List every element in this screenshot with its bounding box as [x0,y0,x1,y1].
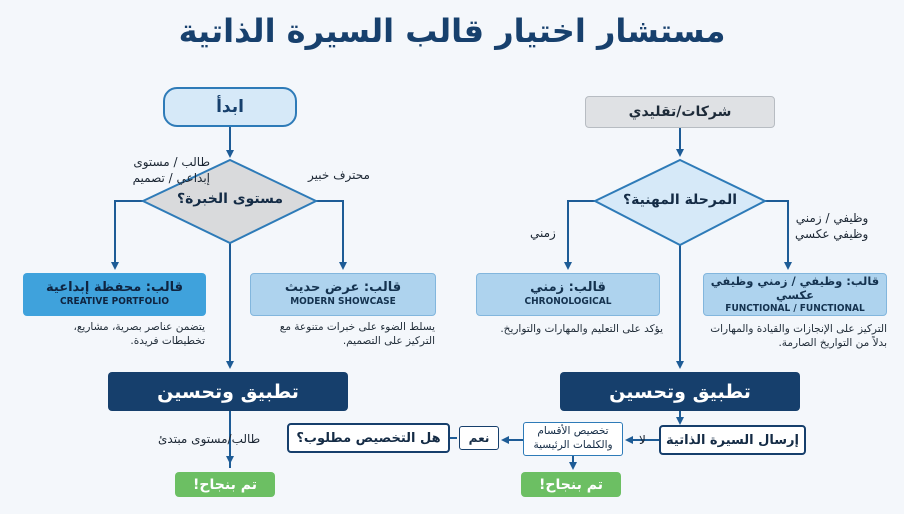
branch-label-creative: طالب / مستوى إبداعي / تصميم [132,155,210,185]
template-creative-description: يتضمن عناصر بصرية، مشاريع، تخطيطات فريدة… [73,321,205,348]
template-functional: قالب: وظيفي / زمني وظيفي عكسي FUNCTIONAL… [703,273,887,316]
done-node-right: تم بنجاح! [521,472,621,497]
start-node: ابدأ [163,87,297,127]
apply-refine-box-left: تطبيق وتحسين [108,372,348,411]
template-creative-english: CREATIVE PORTFOLIO [60,296,169,308]
corporate-start-node: شركات/تقليدي [585,96,775,128]
branch-label-student: طالب/مستوى مبتدئ [158,432,261,446]
customize-sections-label: تخصيص الأقسام والكلمات الرئيسية [533,425,613,451]
template-functional-english: FUNCTIONAL / FUNCTIONAL [725,302,865,314]
template-functional-description: التركيز على الإنجازات والقيادة والمهارات… [710,323,887,350]
career-stage-decision-diamond [592,158,768,247]
branch-label-functional: وظيفي / زمني وظيفي عكسي [795,211,869,241]
page-title: مستشار اختيار قالب السيرة الذاتية [178,12,726,50]
send-resume-box: إرسال السيرة الذاتية [659,425,806,455]
customization-question: هل التخصيص مطلوب؟ [287,423,450,453]
done-label-right: تم بنجاح! [539,476,603,493]
experience-decision-label: مستوى الخبرة؟ [176,191,284,207]
apply-refine-label-right: تطبيق وتحسين [609,380,751,403]
template-modern-description: يسلط الضوء على خبرات متنوعة مع التركيز ع… [279,321,435,348]
branch-label-chronological: زمني [530,226,556,240]
branch-label-no: لا [639,433,646,447]
template-creative-portfolio: قالب: محفظة إبداعية CREATIVE PORTFOLIO [23,273,206,316]
experience-decision-diamond [140,158,319,245]
template-modern-name: قالب: عرض حديث [284,280,402,296]
template-chronological-name: قالب: زمني [530,280,606,296]
template-modern-showcase: قالب: عرض حديث MODERN SHOWCASE [250,273,436,316]
template-chronological-english: CHRONOLOGICAL [524,296,612,308]
done-node-left: تم بنجاح! [175,472,275,497]
yes-box: نعم [459,426,499,450]
apply-refine-box-right: تطبيق وتحسين [560,372,800,411]
done-label-left: تم بنجاح! [193,476,257,493]
apply-refine-label-left: تطبيق وتحسين [157,380,299,403]
template-functional-name: قالب: وظيفي / زمني وظيفي عكسي [710,273,880,303]
branch-label-expert: محترف خبير [308,168,370,182]
customize-sections-box: تخصيص الأقسام والكلمات الرئيسية [523,422,623,456]
start-label: ابدأ [216,97,244,117]
template-chronological-description: يؤكد على التعليم والمهارات والتواريخ. [500,323,663,335]
corporate-start-label: شركات/تقليدي [628,104,732,120]
career-stage-decision-label: المرحلة المهنية؟ [622,192,738,208]
template-creative-name: قالب: محفظة إبداعية [46,280,183,296]
yes-label: نعم [468,431,490,445]
template-chronological: قالب: زمني CHRONOLOGICAL [476,273,660,316]
template-modern-english: MODERN SHOWCASE [290,296,396,308]
customization-question-label: هل التخصيص مطلوب؟ [296,430,441,446]
send-resume-label: إرسال السيرة الذاتية [666,432,799,448]
